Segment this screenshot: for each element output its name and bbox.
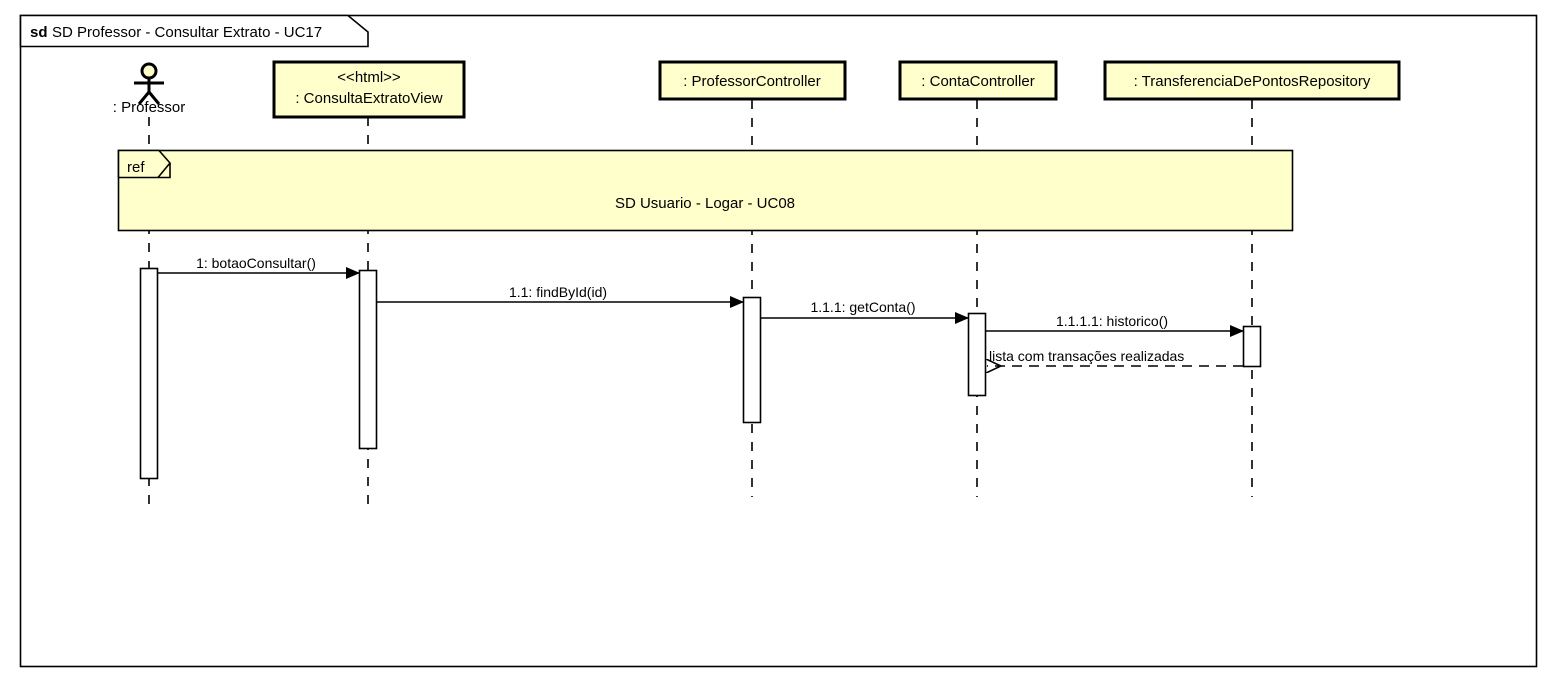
lifeline-box-conta-controller <box>898 60 1058 101</box>
fragment-operator-tab <box>117 149 171 179</box>
lifeline-head-conta-controller[interactable]: : ContaController <box>898 60 1058 101</box>
fragment-body <box>117 149 1294 232</box>
actor-leg-right-icon <box>147 91 161 105</box>
message-1-1[interactable]: 1.1: findById(id) <box>377 284 744 308</box>
lifeline-label-transferencia-de-pontos-repository: : TransferenciaDePontosRepository <box>1134 73 1371 90</box>
activation-professor[interactable] <box>139 267 159 480</box>
lifeline-box-professor-controller <box>658 60 847 101</box>
frame-kind-label: sd <box>30 24 48 41</box>
message-1-1-1-1-label: 1.1.1.1: historico() <box>1056 313 1168 329</box>
actor-leg-left-icon <box>137 91 151 105</box>
message-return[interactable]: lista com transações realizadas <box>987 348 1243 366</box>
lifeline-head-professor-controller[interactable]: : ProfessorController <box>658 60 847 101</box>
message-1-1-1-1[interactable]: 1.1.1.1: historico() <box>986 313 1244 337</box>
lifeline-label-consulta-extrato-view: : ConsultaExtratoView <box>295 90 442 107</box>
lifeline-box-transferencia-de-pontos-repository <box>1103 60 1401 101</box>
message-1-1-1[interactable]: 1.1.1: getConta() <box>761 299 969 324</box>
fragment-operator-tab-notch <box>157 162 171 179</box>
fragment-body-label: SD Usuario - Logar - UC08 <box>615 195 795 212</box>
message-1-1-label: 1.1: findById(id) <box>509 284 607 300</box>
activation-bars <box>139 267 1262 480</box>
fragment-operator-label: ref <box>127 159 145 176</box>
lifeline-label-conta-controller: : ContaController <box>921 73 1034 90</box>
lifeline-head-consulta-extrato-view[interactable]: <<html>> : ConsultaExtratoView <box>272 60 466 119</box>
diagram-frame <box>19 14 1538 668</box>
lifeline-head-professor[interactable]: : Professor <box>113 62 186 116</box>
activation-conta-controller[interactable] <box>967 312 987 397</box>
activation-transferencia-de-pontos-repository[interactable] <box>1242 325 1262 368</box>
frame-title: SD Professor - Consultar Extrato - UC17 <box>52 24 322 41</box>
lifeline-label-professor-controller: : ProfessorController <box>683 73 821 90</box>
message-1-label: 1: botaoConsultar() <box>196 255 316 271</box>
lifeline-head-transferencia-de-pontos-repository[interactable]: : TransferenciaDePontosRepository <box>1103 60 1401 101</box>
message-1-1-1-label: 1.1.1: getConta() <box>810 299 915 315</box>
actor-head-icon <box>140 62 158 80</box>
activation-professor-controller[interactable] <box>742 296 762 424</box>
lifeline-label-professor: : Professor <box>113 99 186 116</box>
lifeline-box-consulta-extrato-view <box>272 60 466 119</box>
frame-name-tab <box>19 14 369 48</box>
message-1[interactable]: 1: botaoConsultar() <box>158 255 360 279</box>
fragment-ref-logar[interactable]: ref SD Usuario - Logar - UC08 <box>117 149 1294 232</box>
lifeline-stereotype-consulta-extrato-view: <<html>> <box>337 69 401 86</box>
activation-consulta-extrato-view[interactable] <box>358 269 378 450</box>
message-return-label: lista com transações realizadas <box>989 348 1184 364</box>
